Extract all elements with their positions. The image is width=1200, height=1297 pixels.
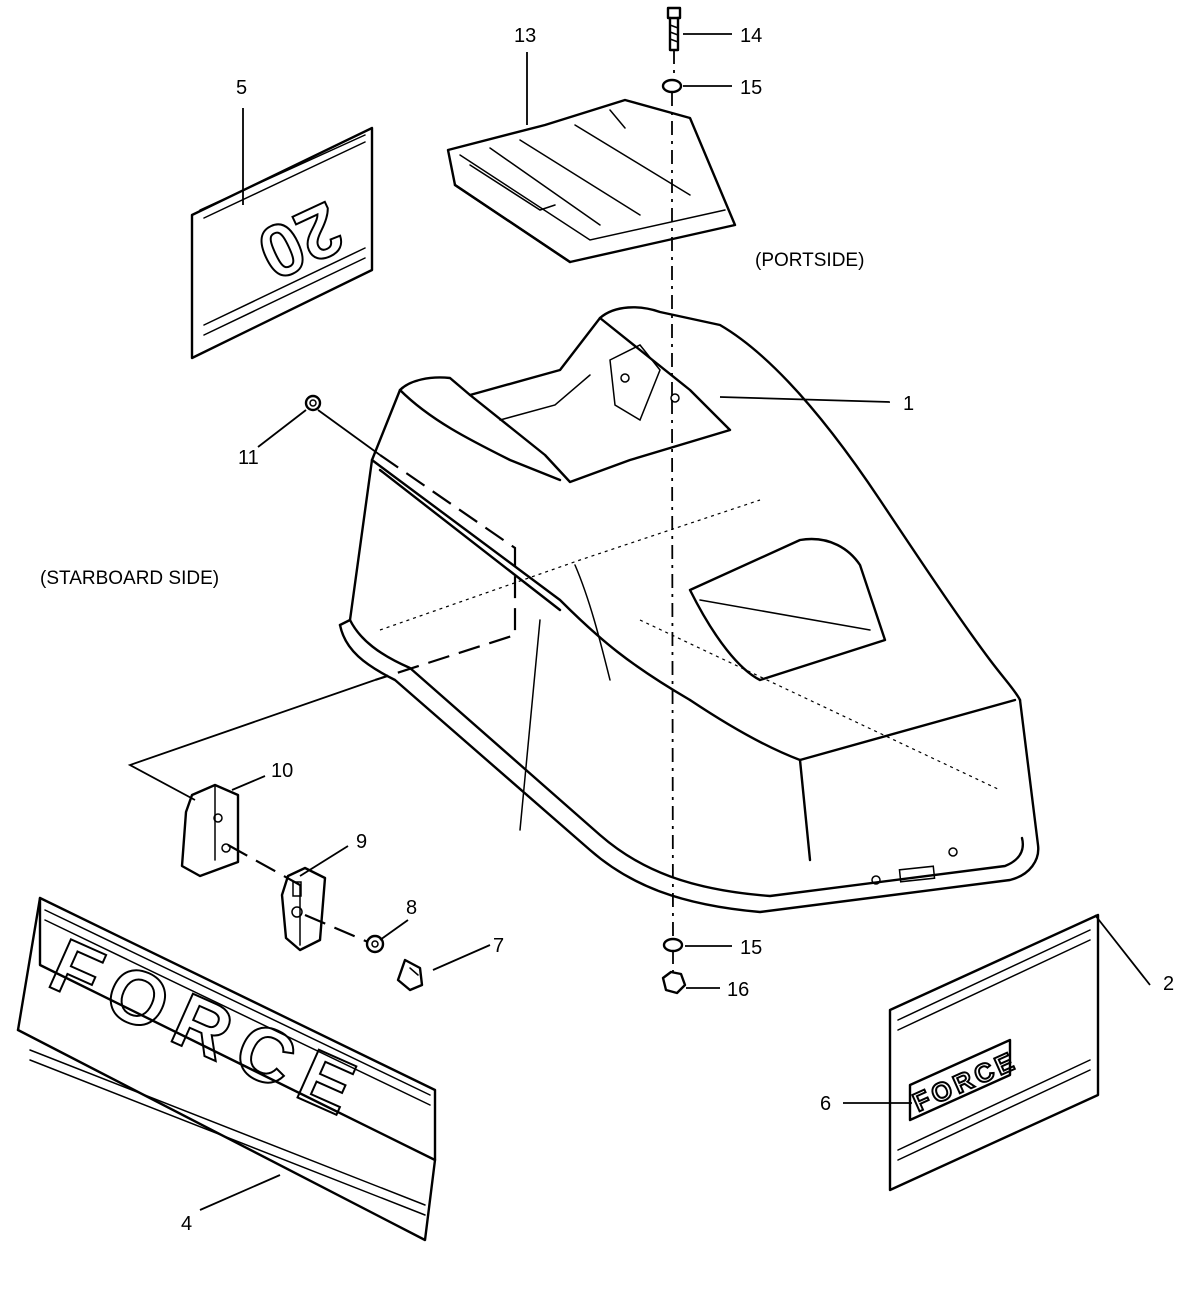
model-number-decal: 20 xyxy=(190,126,374,360)
callout-leaders xyxy=(199,33,1151,1211)
callout-14: 14 xyxy=(740,25,762,47)
callout-7: 7 xyxy=(493,935,504,957)
washer-part-15-bottom xyxy=(662,937,684,953)
callout-13: 13 xyxy=(514,25,536,47)
callout-16: 16 xyxy=(727,979,749,1001)
screw-part-7 xyxy=(396,958,424,992)
callout-1: 1 xyxy=(903,393,914,415)
callout-6: 6 xyxy=(820,1093,831,1115)
top-cover-part xyxy=(446,98,737,264)
callout-2: 2 xyxy=(1163,973,1174,995)
svg-text:FORCE: FORCE xyxy=(38,923,380,1137)
callout-15-bottom: 15 xyxy=(740,937,762,959)
model-number-text: 20 xyxy=(245,185,357,297)
bracket-part xyxy=(180,783,240,878)
callout-4: 4 xyxy=(181,1213,192,1235)
svg-text:20: 20 xyxy=(246,186,356,296)
washer-part-15-top xyxy=(661,78,683,94)
latch-part xyxy=(280,866,327,952)
callout-9: 9 xyxy=(356,831,367,853)
force-large-text: FORCE xyxy=(37,922,381,1138)
svg-text:FORCE: FORCE xyxy=(908,1045,1022,1118)
callout-11: 11 xyxy=(238,447,259,469)
callout-5: 5 xyxy=(236,77,247,99)
callout-8: 8 xyxy=(406,897,417,919)
top-cowl-part xyxy=(338,306,1040,914)
callout-numbers: 1 2 4 5 6 7 8 9 10 11 13 14 15 15 16 xyxy=(181,25,1174,1235)
washer-part-8 xyxy=(365,934,385,954)
nut-part-16 xyxy=(661,970,687,995)
callout-10: 10 xyxy=(271,760,293,782)
assembly-lines xyxy=(127,50,675,975)
force-small-decal: FORCE xyxy=(888,913,1100,1192)
force-small-text: FORCE xyxy=(907,1044,1023,1119)
screw-part-11 xyxy=(304,394,322,412)
callout-15-top: 15 xyxy=(740,77,762,99)
portside-label: (PORTSIDE) xyxy=(755,250,864,271)
starboard-side-label: (STARBOARD SIDE) xyxy=(40,568,219,589)
bolt-part-14 xyxy=(666,6,682,52)
force-large-decal: FORCE xyxy=(16,896,437,1242)
